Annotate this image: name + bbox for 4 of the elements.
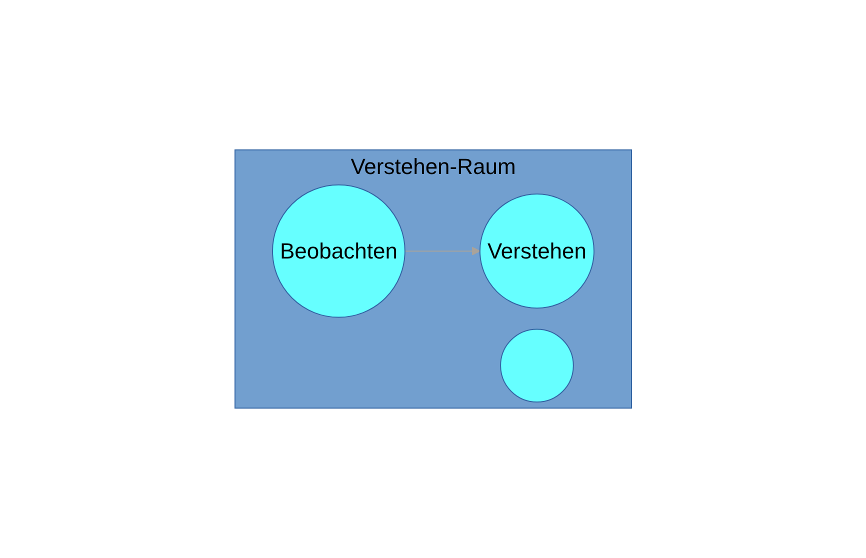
arrow bbox=[404, 246, 480, 256]
node-circle: Beobachten bbox=[272, 184, 406, 318]
node-circle bbox=[500, 328, 574, 403]
node-circle: Verstehen bbox=[479, 194, 594, 309]
